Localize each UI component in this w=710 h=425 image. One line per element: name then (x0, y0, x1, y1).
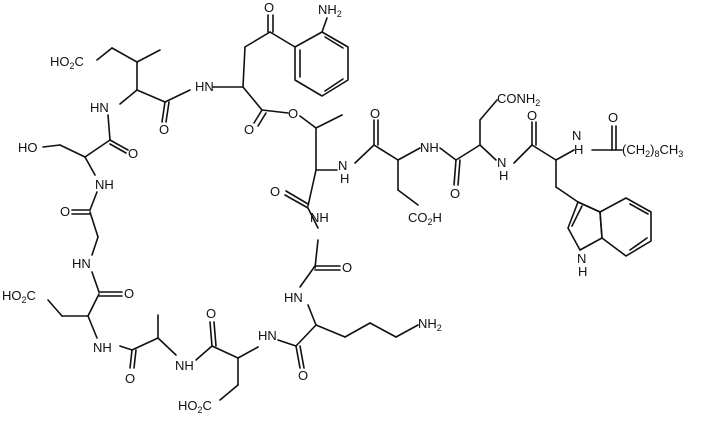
label-hn-orn: HN (258, 328, 277, 343)
label-o-ala: O (125, 371, 135, 386)
label-nh-ser: NH (95, 177, 114, 192)
label-hn-indole: N (577, 251, 586, 266)
label-o-1: O (159, 122, 169, 137)
label-nh-asp1: NH (93, 340, 112, 355)
label-co2h-asp3: CO2H (408, 210, 442, 227)
label-chain-acyl: (CH2)8CH3 (622, 142, 683, 159)
label-ho2c-asp2: HO2C (178, 398, 212, 415)
label-nh-trp: HN (572, 128, 583, 157)
label-ho2c-glu: HO2C (50, 54, 84, 71)
label-o-trp: O (527, 108, 537, 123)
label-o-acyl: O (608, 110, 618, 125)
label-nh2-orn: NH2 (418, 316, 442, 333)
label-nh2-top: NH2 (318, 2, 342, 19)
label-conh2-asn: CONH2 (497, 91, 540, 108)
label-hn-gly2: HN (284, 290, 303, 305)
label-o-asn: O (450, 186, 460, 201)
label-nh-ala: NH (175, 358, 194, 373)
label-o-kynurenine: O (264, 0, 274, 15)
label-o-asp2: O (206, 306, 216, 321)
label-hn-2: HN (90, 100, 109, 115)
label-o-gly1: O (60, 204, 70, 219)
label-ho-ser: HO (18, 140, 38, 155)
label-o-orn: O (298, 368, 308, 383)
atom-labels: NH2 O HO2C HN HN O O O HO O NH O HN O HO… (2, 0, 683, 415)
label-ho2c-asp1: HO2C (2, 288, 36, 305)
label-hn-1: HN (195, 79, 214, 94)
label-h-indole: H (578, 264, 587, 279)
label-o-ser: O (128, 146, 138, 161)
label-hn-gly1: HN (72, 256, 91, 271)
label-o-asp1: O (124, 286, 134, 301)
label-o-thr: O (270, 184, 280, 199)
macrocycle-backbone (42, 47, 652, 401)
label-o-ester-carbonyl: O (244, 122, 254, 137)
label-o-gly2: O (342, 260, 352, 275)
label-nh-asp3: NH (420, 140, 439, 155)
label-o-asp3: O (370, 106, 380, 121)
kynurenine-residue (242, 14, 349, 97)
label-nh-gly2: NH (310, 210, 329, 225)
label-o-ester: O (288, 106, 298, 121)
